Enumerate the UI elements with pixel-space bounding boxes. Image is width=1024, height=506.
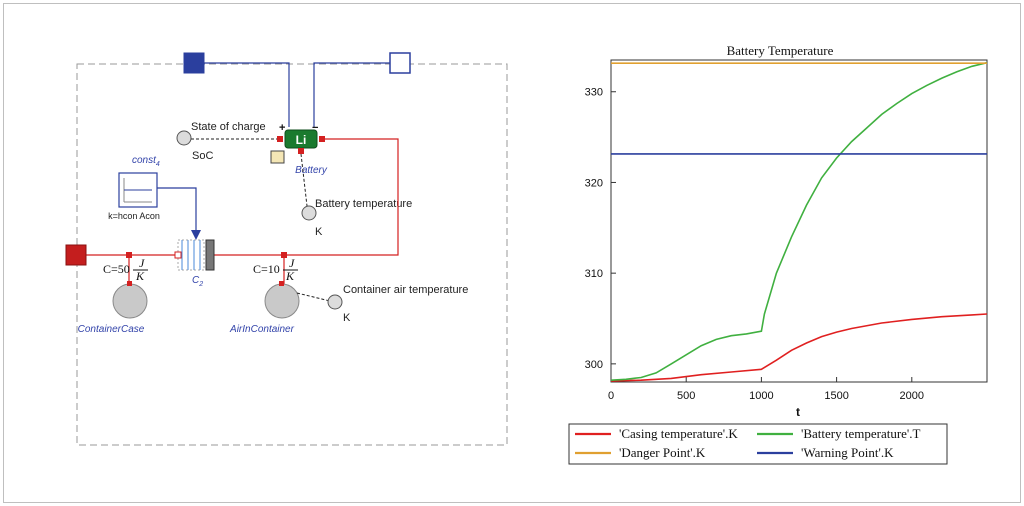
const-signal-arrow: [191, 230, 201, 240]
const-name: const4: [132, 155, 160, 168]
battery-plus-sign: +: [279, 122, 285, 134]
battery-minus-sign: −: [312, 122, 318, 134]
battery-thermal-icon: [270, 150, 285, 164]
battery-temperature-chart: Battery Temperature 300 310 320 330 0 500 100…: [568, 43, 988, 465]
legend-box: [568, 423, 948, 465]
convection-block[interactable]: C2: [174, 239, 215, 288]
y-tick-label: 310: [585, 268, 603, 280]
battery-name: Battery: [295, 165, 328, 176]
heat-wire-battery: [288, 138, 399, 256]
series-line-1: [610, 61, 988, 381]
air-temperature-signal: [296, 292, 331, 302]
node-case: [126, 252, 132, 258]
x-tick-label: 1500: [824, 390, 848, 402]
y-axis-ticks: 300 310 320 330: [585, 87, 616, 371]
air-temperature-label: Container air temperature: [343, 284, 468, 296]
legend-label-2: 'Danger Point'.K: [619, 445, 706, 460]
battery-soc-port: [277, 136, 283, 142]
case-unit-den: K: [135, 269, 145, 283]
series-line-0: [610, 313, 988, 382]
air-port: [279, 281, 284, 286]
soc-sensor-icon[interactable]: [176, 130, 192, 146]
battery-icon-label: Li: [296, 133, 307, 147]
air-temperature-sensor-icon[interactable]: [327, 294, 343, 310]
wire-positive: [204, 62, 290, 127]
air-name: AirInContainer: [229, 324, 295, 335]
container-case-block[interactable]: C=50 J K ContainerCase: [78, 256, 148, 335]
ambient-heat-port[interactable]: [65, 244, 87, 266]
soc-label: State of charge: [191, 121, 266, 133]
legend-label-3: 'Warning Point'.K: [801, 445, 894, 460]
x-tick-label: 500: [677, 390, 695, 402]
x-tick-label: 1000: [749, 390, 773, 402]
legend-label-0: 'Casing temperature'.K: [619, 426, 738, 441]
air-in-container-icon: [264, 283, 300, 319]
battery-temperature-unit: K: [315, 226, 323, 238]
wire-negative: [313, 62, 390, 127]
x-axis-label: t: [796, 405, 800, 419]
chart-title: Battery Temperature: [727, 43, 834, 58]
battery-temperature-sensor-icon[interactable]: [301, 205, 317, 221]
const-block[interactable]: const4 k=hcon Acon: [108, 155, 160, 221]
y-tick-label: 300: [585, 359, 603, 371]
battery-right-port: [319, 136, 325, 142]
const-signal-wire: [157, 187, 197, 233]
case-unit-num: J: [139, 256, 145, 270]
battery-temperature-label: Battery temperature: [315, 198, 412, 210]
battery-heat-port: [298, 148, 304, 154]
const-parameter: k=hcon Acon: [108, 211, 160, 221]
convection-name: C2: [192, 275, 203, 288]
air-temperature-unit: K: [343, 312, 351, 324]
pin-negative-connector[interactable]: [389, 52, 411, 74]
x-tick-label: 0: [608, 390, 614, 402]
container-case-icon: [112, 283, 148, 319]
battery-block[interactable]: Li + − Battery: [270, 122, 328, 176]
air-capacity: C=10: [253, 262, 280, 276]
case-name: ContainerCase: [78, 324, 145, 335]
case-capacity: C=50: [103, 262, 130, 276]
legend-label-1: 'Battery temperature'.T: [801, 426, 921, 441]
air-unit-den: K: [285, 269, 295, 283]
y-tick-label: 330: [585, 87, 603, 99]
convection-wall: [205, 239, 215, 271]
pin-positive-connector[interactable]: [183, 52, 205, 74]
soc-variable: SoC: [192, 150, 213, 162]
node-air: [281, 252, 287, 258]
series-layer: [610, 61, 988, 382]
air-unit-num: J: [289, 256, 295, 270]
battery-temperature-signal: [300, 153, 308, 207]
y-tick-label: 320: [585, 177, 603, 189]
x-axis-ticks: 0 500 1000 1500 2000: [608, 377, 924, 402]
legend: 'Casing temperature'.K 'Battery temperatu…: [575, 426, 921, 460]
case-port: [127, 281, 132, 286]
air-in-container-block[interactable]: C=10 J K AirInContainer: [229, 256, 300, 335]
x-tick-label: 2000: [900, 390, 924, 402]
convection-port-left: [174, 251, 182, 259]
component-diagram: Li + − Battery State of charge SoC Batte…: [65, 52, 508, 446]
